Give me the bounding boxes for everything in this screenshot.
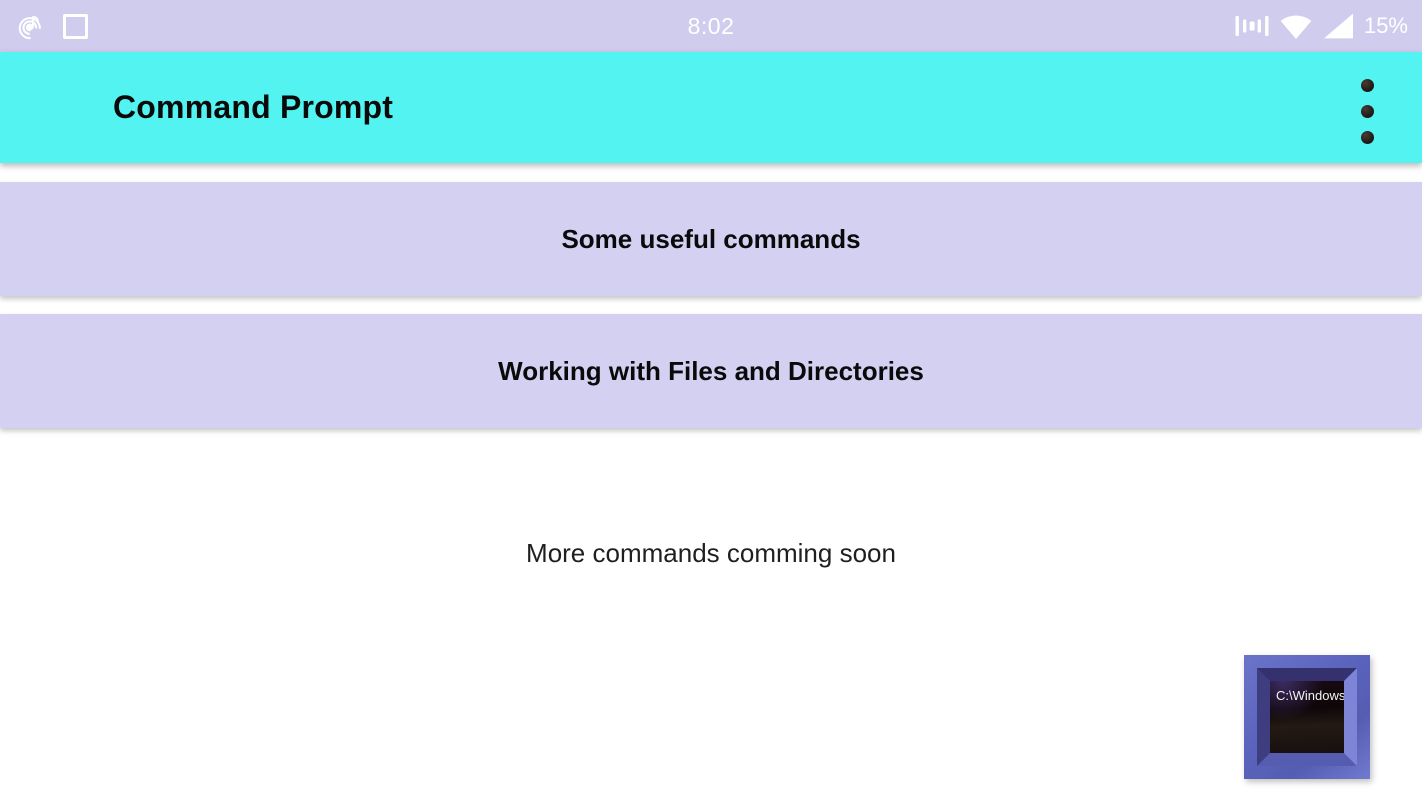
button-working-with-files-and-directories[interactable]: Working with Files and Directories [0,314,1422,428]
command-prompt-logo-icon: C:\Windows\ [1244,655,1370,779]
status-bar-clock: 8:02 [687,12,735,39]
coming-soon-message: More commands comming soon [526,538,896,568]
cell-signal-icon [1323,13,1353,39]
overflow-dot [1361,105,1374,118]
overflow-dot [1361,79,1374,92]
page-title: Command Prompt [113,89,394,125]
logo-terminal-screen: C:\Windows\ [1270,681,1344,753]
three-dot-overflow-icon[interactable] [1355,79,1380,144]
button-label: Some useful commands [561,223,861,254]
battery-percentage: 15% [1363,13,1408,38]
vibrate-icon [1235,16,1269,36]
wifi-icon [1280,14,1312,39]
logo-bevel: C:\Windows\ [1257,668,1357,766]
status-bar: 8:02 15% [0,0,1422,52]
button-label: Working with Files and Directories [498,355,924,386]
button-some-useful-commands[interactable]: Some useful commands [0,182,1422,296]
screenshot-notification-icon [63,13,88,39]
status-bar-system-icons: 15% [1235,13,1408,40]
overflow-dot [1361,131,1374,144]
status-bar-notification-icons [14,10,88,43]
music-notification-icon [18,15,41,39]
app-bar: Command Prompt [0,52,1422,163]
